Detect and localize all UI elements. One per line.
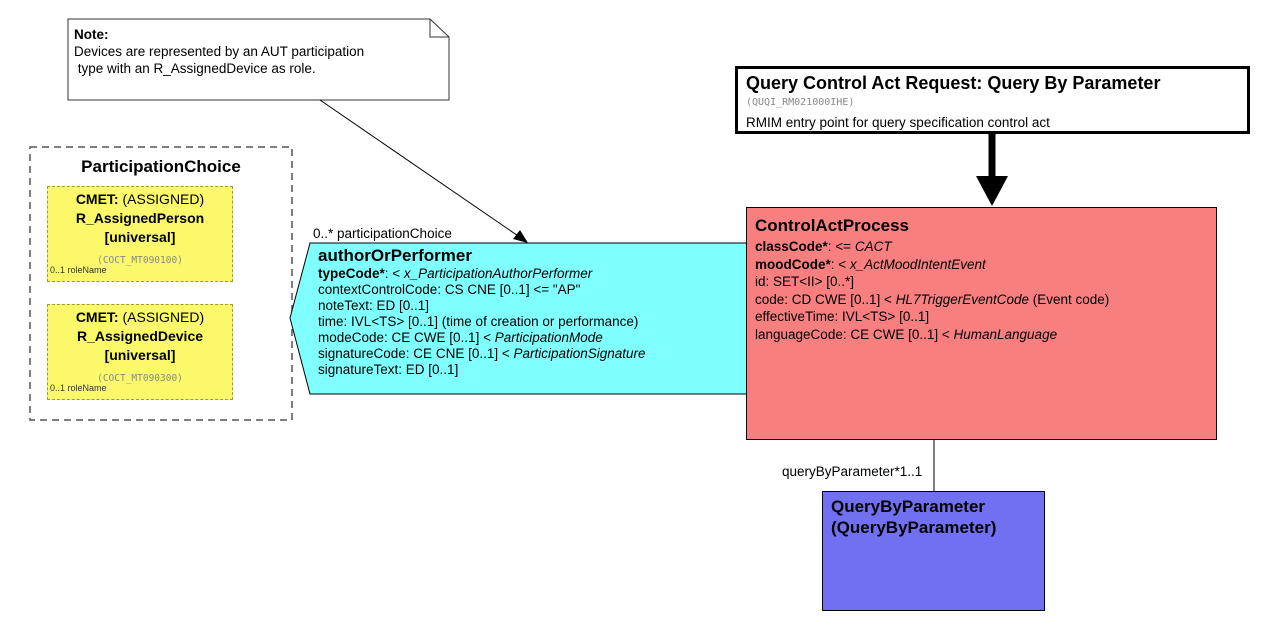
cmet-role-name: 0..1 roleName: [50, 265, 107, 275]
signature-code-value: ParticipationSignature: [513, 346, 646, 361]
mood-code-value: x_ActMoodIntentEvent: [849, 256, 986, 272]
cmet-name-block: R_AssignedPerson [universal]: [48, 209, 232, 247]
cmet-class: (ASSIGNED): [118, 191, 205, 207]
cmet-class: (ASSIGNED): [118, 309, 205, 325]
note: Note: Devices are represented by an AUT …: [74, 26, 444, 77]
participation-choice-assoc-label: 0..* participationChoice: [313, 226, 452, 241]
control-act-process-title: ControlActProcess: [755, 216, 909, 235]
cmet-id: (COCT_MT090300): [97, 373, 183, 384]
cmet-name: R_AssignedDevice: [76, 328, 204, 344]
query-control-act-title: Query Control Act Request: Query By Para…: [746, 73, 1161, 93]
author-or-performer-title: authorOrPerformer: [318, 246, 472, 265]
code-attr: code: CD CWE [0..1] < HL7TriggerEventCod…: [755, 291, 1109, 309]
mood-code-label: moodCode*: [755, 256, 831, 272]
code-value: HL7TriggerEventCode: [895, 291, 1030, 307]
query-by-parameter-box: QueryByParameter (QueryByParameter): [822, 491, 1045, 611]
query-by-parameter-title: QueryByParameter: [831, 497, 986, 516]
cmet-scope: [universal]: [104, 229, 176, 245]
code-prefix: code: CD CWE [0..1] <: [755, 291, 896, 307]
type-code-label: typeCode*: [318, 266, 385, 281]
time-attr: time: IVL<TS> [0..1] (time of creation o…: [318, 314, 639, 329]
note-box: [67, 18, 450, 101]
query-control-act-description: RMIM entry point for query specification…: [746, 115, 1050, 130]
class-code-attr: classCode*: <= CACT: [755, 238, 1109, 256]
query-by-parameter-content: QueryByParameter (QueryByParameter): [831, 496, 996, 538]
signature-text-attr: signatureText: ED [0..1]: [318, 362, 459, 377]
mode-code-attr: modeCode: CE CWE [0..1] < ParticipationM…: [318, 330, 646, 346]
effective-time-attr: effectiveTime: IVL<TS> [0..1]: [755, 309, 930, 324]
cmet-scope: [universal]: [104, 347, 176, 363]
cmet-prefix: CMET:: [75, 191, 119, 207]
signature-code-attr: signatureCode: CE CNE [0..1] < Participa…: [318, 346, 646, 362]
language-code-prefix: languageCode: CE CWE [0..1] <: [755, 326, 954, 342]
query-by-parameter-assoc-label: queryByParameter*1..1: [782, 464, 923, 479]
cmet-header: CMET: (ASSIGNED): [48, 309, 232, 325]
control-act-process-content: ControlActProcess classCode*: <= CACT mo…: [755, 214, 1109, 343]
class-code-label: classCode*: [755, 239, 828, 254]
type-code-attr: typeCode*: < x_ParticipationAuthorPerfor…: [318, 266, 646, 282]
note-connector: [319, 99, 525, 241]
mode-code-value: ParticipationMode: [494, 330, 603, 345]
note-line-2: type with an R_AssignedDevice as role.: [74, 61, 316, 76]
note-arrowhead: [513, 230, 528, 243]
note-line-1: Devices are represented by an AUT partic…: [74, 44, 365, 59]
mood-code-attr: moodCode*: < x_ActMoodIntentEvent: [755, 256, 1109, 274]
cmet-id: (COCT_MT090100): [97, 255, 183, 266]
type-code-value: x_ParticipationAuthorPerformer: [403, 266, 593, 281]
type-code-rest: : <: [384, 266, 404, 281]
cmet-assigned-person: CMET: (ASSIGNED) R_AssignedPerson [unive…: [47, 186, 233, 282]
cmet-role-name: 0..1 roleName: [50, 383, 107, 393]
cmet-name: R_AssignedPerson: [75, 210, 205, 226]
author-or-performer-shape: [289, 242, 751, 395]
query-by-parameter-subtitle: (QueryByParameter): [831, 518, 997, 537]
note-title: Note:: [74, 27, 109, 42]
cmet-prefix: CMET:: [75, 309, 119, 325]
cmet-assigned-device: CMET: (ASSIGNED) R_AssignedDevice [unive…: [47, 304, 233, 400]
language-code-attr: languageCode: CE CWE [0..1] < HumanLangu…: [755, 326, 1109, 344]
query-control-act-id: (QUQI_RM021000IHE): [746, 97, 855, 108]
context-control-code-attr: contextControlCode: CS CNE [0..1] <= "AP…: [318, 282, 581, 297]
participation-choice-label: ParticipationChoice: [81, 157, 241, 176]
mode-code-prefix: modeCode: CE CWE [0..1] <: [318, 330, 495, 345]
language-code-value: HumanLanguage: [953, 326, 1058, 342]
class-code-rest: : <=: [827, 239, 855, 254]
code-suffix: (Event code): [1029, 291, 1110, 307]
class-code-value: CACT: [854, 239, 892, 254]
cmet-name-block: R_AssignedDevice [universal]: [48, 327, 232, 365]
mood-code-rest: : <: [830, 256, 850, 272]
signature-code-prefix: signatureCode: CE CNE [0..1] <: [318, 346, 514, 361]
cmet-header: CMET: (ASSIGNED): [48, 191, 232, 207]
participation-choice-container: [29, 146, 293, 421]
query-control-act-box: Query Control Act Request: Query By Para…: [735, 66, 1250, 134]
id-attr: id: SET<II> [0..*]: [755, 274, 855, 289]
author-or-performer: authorOrPerformer typeCode*: < x_Partici…: [318, 246, 646, 378]
control-act-process-box: ControlActProcess classCode*: <= CACT mo…: [746, 207, 1217, 440]
entry-arrowhead: [976, 176, 1008, 206]
note-text-attr: noteText: ED [0..1]: [318, 298, 430, 313]
